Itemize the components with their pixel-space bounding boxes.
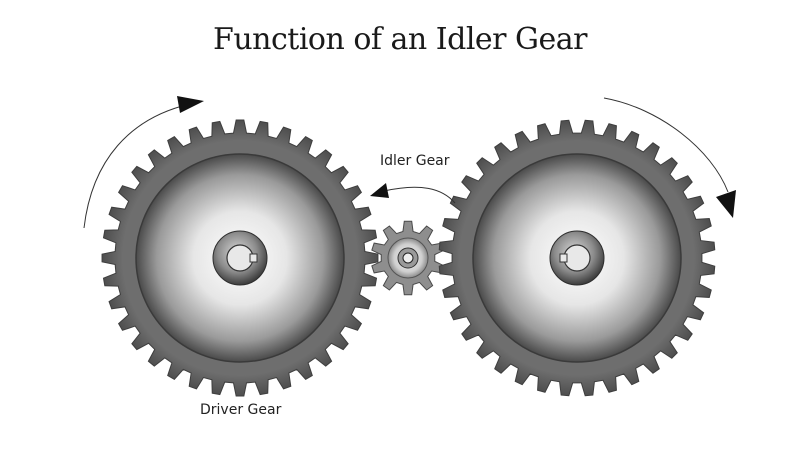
driven-gear	[438, 119, 716, 397]
driver-gear-label: Driver Gear	[200, 402, 282, 418]
diagram-title: Function of an Idler Gear	[213, 22, 588, 57]
driver-gear-keyway	[249, 253, 258, 263]
idler-gear-label: Idler Gear	[380, 153, 450, 169]
idler-gear-shaft	[402, 252, 414, 264]
driven-gear-keyway	[559, 253, 568, 263]
driver-gear	[101, 119, 379, 397]
idler-rotation-arc	[383, 186, 456, 204]
idler-rotation-arrowhead	[370, 183, 389, 198]
driven-rotation-arc	[603, 97, 729, 193]
driver-gear-shaft	[226, 244, 254, 272]
idler-gear	[371, 220, 445, 296]
driven-rotation-arrowhead	[716, 190, 736, 218]
driven-gear-shaft	[563, 244, 591, 272]
driver-rotation-arrowhead	[177, 96, 204, 113]
driver-rotation-arc	[83, 103, 191, 229]
